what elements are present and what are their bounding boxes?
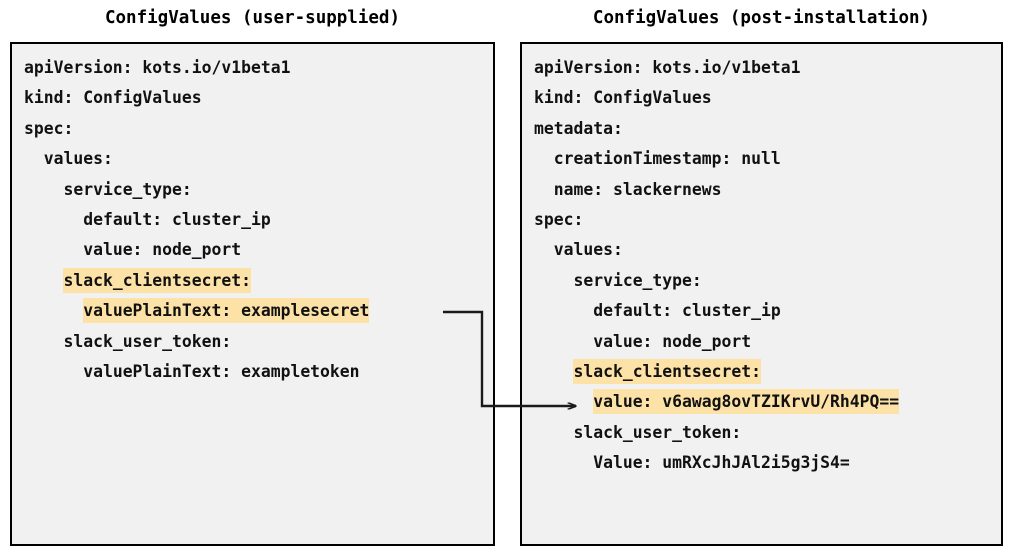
code-line: slack_clientsecret:: [522, 357, 1001, 387]
line-indent: [534, 362, 573, 381]
line-indent: [24, 332, 63, 351]
right-config-values-code: apiVersion: kots.io/v1beta1 kind: ConfigV…: [522, 44, 1001, 478]
line-indent: [534, 301, 593, 320]
highlighted-code-text: value: v6awag8ovTZIKrvU/Rh4PQ==: [593, 389, 900, 415]
code-line: default: cluster_ip: [12, 205, 493, 235]
code-line: apiVersion: kots.io/v1beta1: [522, 53, 1001, 83]
code-text: slack_user_token:: [63, 331, 232, 351]
right-config-values-panel: apiVersion: kots.io/v1beta1 kind: ConfigV…: [520, 42, 1003, 546]
code-text: kind: ConfigValues: [534, 88, 712, 108]
code-line: spec:: [522, 205, 1001, 235]
code-text: metadata:: [534, 118, 623, 138]
code-line: kind: ConfigValues: [12, 83, 493, 113]
highlighted-code-text: slack_clientsecret:: [63, 267, 251, 293]
line-indent: [534, 423, 573, 442]
code-text: service_type:: [573, 270, 702, 290]
code-line: metadata:: [522, 114, 1001, 144]
code-line: creationTimestamp: null: [522, 144, 1001, 174]
code-text: slack_user_token:: [573, 422, 742, 442]
code-text: values:: [43, 149, 113, 169]
code-line: value: node_port: [522, 327, 1001, 357]
code-text: kind: ConfigValues: [24, 88, 202, 108]
code-text: Value: umRXcJhJAl2i5g3jS4=: [593, 453, 850, 473]
left-panel-title: ConfigValues (user-supplied): [104, 8, 400, 28]
code-text: value: node_port: [83, 240, 242, 260]
right-panel-title: ConfigValues (post-installation): [592, 8, 931, 28]
code-text: values:: [553, 240, 623, 260]
code-line: values:: [522, 235, 1001, 265]
line-indent: [534, 149, 554, 168]
code-text: creationTimestamp: null: [553, 149, 781, 169]
line-indent: [24, 210, 83, 229]
code-line: valuePlainText: exampletoken: [12, 357, 493, 387]
code-line: slack_user_token:: [12, 327, 493, 357]
line-indent: [534, 271, 573, 290]
line-indent: [534, 332, 593, 351]
left-config-values-code: apiVersion: kots.io/v1beta1 kind: ConfigV…: [12, 44, 493, 387]
code-line: slack_user_token:: [522, 418, 1001, 448]
code-line: default: cluster_ip: [522, 296, 1001, 326]
code-line: slack_clientsecret:: [12, 266, 493, 296]
code-text: service_type:: [63, 179, 192, 199]
line-indent: [24, 301, 83, 320]
code-line: apiVersion: kots.io/v1beta1: [12, 53, 493, 83]
code-text: value: node_port: [593, 331, 752, 351]
code-text: spec:: [24, 118, 74, 138]
code-line: spec:: [12, 114, 493, 144]
code-text: valuePlainText: exampletoken: [83, 361, 360, 381]
code-text: default: cluster_ip: [83, 209, 271, 229]
code-line: value: v6awag8ovTZIKrvU/Rh4PQ==: [522, 387, 1001, 417]
code-line: value: node_port: [12, 235, 493, 265]
code-text: spec:: [534, 209, 584, 229]
line-indent: [24, 240, 83, 259]
line-indent: [24, 362, 83, 381]
code-line: service_type:: [522, 266, 1001, 296]
line-indent: [24, 149, 44, 168]
line-indent: [534, 392, 593, 411]
code-line: values:: [12, 144, 493, 174]
highlighted-code-text: slack_clientsecret:: [573, 358, 761, 384]
line-indent: [534, 180, 554, 199]
line-indent: [534, 240, 554, 259]
highlighted-code-text: valuePlainText: examplesecret: [83, 298, 370, 324]
line-indent: [534, 453, 593, 472]
code-text: apiVersion: kots.io/v1beta1: [24, 58, 291, 77]
code-line: kind: ConfigValues: [522, 83, 1001, 113]
code-line: Value: umRXcJhJAl2i5g3jS4=: [522, 448, 1001, 478]
line-indent: [24, 271, 63, 290]
code-line: name: slackernews: [522, 175, 1001, 205]
code-text: name: slackernews: [553, 179, 722, 199]
code-line: service_type:: [12, 175, 493, 205]
code-text: default: cluster_ip: [593, 301, 781, 321]
line-indent: [24, 180, 63, 199]
code-text: apiVersion: kots.io/v1beta1: [534, 58, 801, 77]
code-line: valuePlainText: examplesecret: [12, 296, 493, 326]
left-config-values-panel: apiVersion: kots.io/v1beta1 kind: ConfigV…: [10, 42, 495, 546]
